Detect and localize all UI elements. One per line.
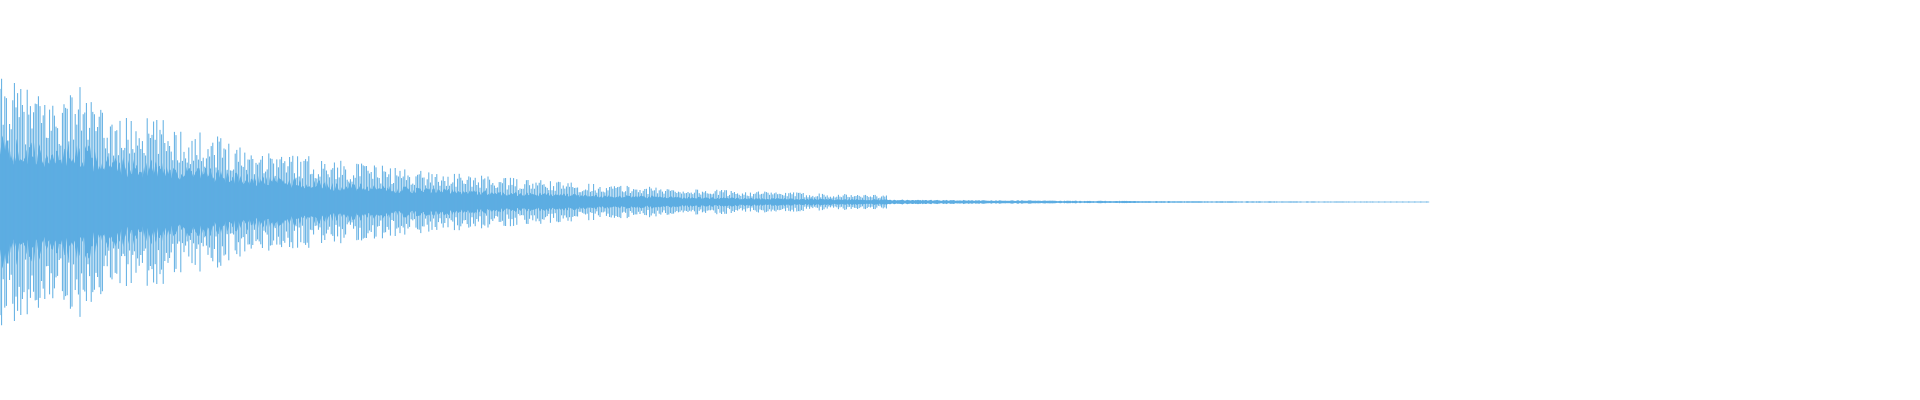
waveform-tail-sample [1390,201,1392,203]
waveform-tail-sample [1156,201,1158,203]
waveform-tail-sample [1312,201,1314,203]
waveform-tail-sample [1228,201,1230,203]
waveform-tail-sample [1234,201,1236,203]
waveform-body [0,135,1430,269]
waveform-tail-sample [1186,201,1188,203]
waveform-tail-sample [1360,201,1362,203]
waveform-tail-sample [1342,201,1344,203]
waveform-tail-sample [1198,201,1200,203]
waveform-tail-sample [1414,201,1416,203]
waveform-tail-sample [1192,201,1194,203]
waveform-tail-sample [1402,201,1404,203]
waveform-tail-sample [1240,201,1242,203]
waveform-tail-sample [1168,201,1170,203]
waveform-tail-sample [1270,201,1272,203]
waveform-tail-sample [1294,201,1296,203]
waveform-tail-sample [1204,201,1206,203]
waveform-tail-sample [1246,201,1248,203]
waveform-tail-sample [1300,201,1302,203]
waveform-tail [1144,201,1428,203]
waveform-tail-sample [1288,201,1290,203]
waveform-tail-sample [1324,201,1326,203]
waveform-tail-sample [1336,201,1338,203]
waveform-tail-sample [1216,201,1218,203]
waveform-tail-sample [1144,201,1146,203]
waveform-tail-sample [1252,201,1254,203]
waveform-tail-sample [1258,201,1260,203]
waveform-tail-sample [1372,201,1374,203]
waveform-tail-sample [1222,201,1224,203]
waveform-tail-sample [1210,201,1212,203]
waveform-tail-sample [1396,201,1398,203]
waveform-tail-sample [1150,201,1152,203]
waveform-tail-sample [1348,201,1350,203]
waveform-tail-sample [1366,201,1368,203]
waveform-tail-sample [1162,201,1164,203]
waveform-tail-sample [1276,201,1278,203]
waveform-tail-sample [1318,201,1320,203]
waveform-tail-sample [1180,201,1182,203]
waveform-tail-sample [1306,201,1308,203]
waveform-tail-sample [1408,201,1410,203]
waveform-tail-sample [1354,201,1356,203]
waveform-tail-sample [1330,201,1332,203]
waveform-tail-sample [1384,201,1386,203]
waveform-tail-sample [1264,201,1266,203]
waveform-tail-sample [1420,201,1422,203]
waveform-tail-sample [1378,201,1380,203]
waveform-peaks [0,78,887,326]
waveform-tail-sample [1426,201,1428,203]
waveform-tail-sample [1282,201,1284,203]
waveform-tail-sample [1174,201,1176,203]
